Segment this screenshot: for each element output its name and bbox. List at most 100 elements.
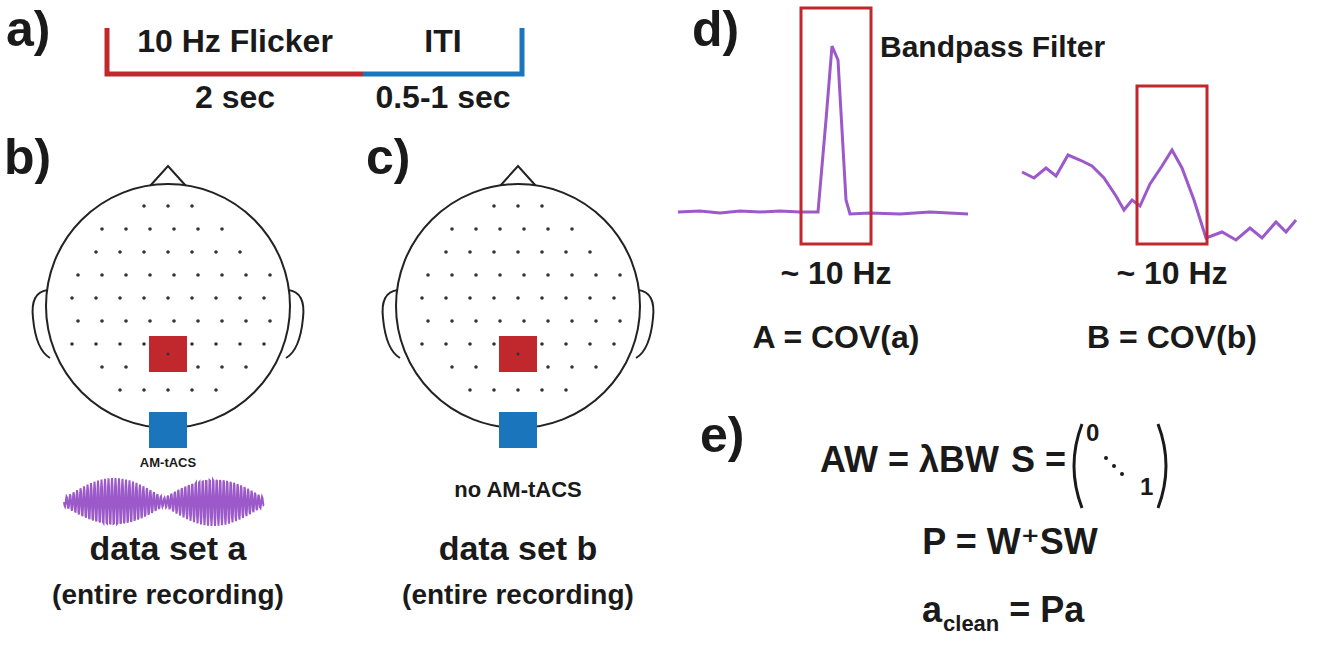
- panel-letter: e): [700, 408, 744, 463]
- electrode-dot: [70, 342, 74, 346]
- matrix-dot: [1120, 472, 1124, 476]
- electrode-dot: [214, 388, 218, 392]
- electrode-dot: [570, 273, 574, 277]
- electrode-dot: [142, 388, 146, 392]
- frequency-label: ~ 10 Hz: [1116, 256, 1227, 291]
- electrode-dot: [426, 273, 430, 277]
- electrode-dot: [172, 273, 176, 277]
- electrode-dot: [570, 365, 574, 369]
- electrode-dot: [474, 365, 478, 369]
- matrix-dot: [1112, 464, 1116, 468]
- electrode-dot: [498, 227, 502, 231]
- matrix-entry: 0: [1086, 420, 1099, 446]
- electrode-dot: [564, 250, 568, 254]
- electrode-dot: [172, 319, 176, 323]
- electrode-dot: [100, 273, 104, 277]
- electrode-dot: [474, 227, 478, 231]
- electrode-dot: [516, 296, 520, 300]
- spectrum-a: [678, 46, 968, 214]
- electrode-dot: [172, 227, 176, 231]
- electrode-dot: [450, 365, 454, 369]
- electrode-dot: [612, 296, 616, 300]
- electrode-dot: [100, 319, 104, 323]
- electrode-dot: [468, 250, 472, 254]
- electrode-dot: [522, 273, 526, 277]
- electrode-dot: [100, 227, 104, 231]
- panel-letter: a): [6, 2, 50, 57]
- electrode-dot: [588, 296, 592, 300]
- duration-label: 2 sec: [195, 80, 275, 115]
- electrode-dot: [190, 250, 194, 254]
- electrode-dot: [516, 388, 520, 392]
- electrode-dot: [262, 296, 266, 300]
- electrode-dot: [612, 342, 616, 346]
- condition-label: 10 Hz Flicker: [137, 24, 333, 59]
- electrode-dot: [594, 273, 598, 277]
- head-b: [33, 166, 304, 448]
- electrode-dot: [166, 296, 170, 300]
- electrode-dot: [594, 365, 598, 369]
- electrode-dot: [588, 342, 592, 346]
- panel-letter: d): [692, 2, 739, 57]
- electrode-dot: [142, 296, 146, 300]
- electrode-dot: [118, 388, 122, 392]
- electrode-dot: [166, 250, 170, 254]
- frequency-label: ~ 10 Hz: [780, 256, 891, 291]
- electrode-dot: [220, 227, 224, 231]
- electrode-dot: [450, 319, 454, 323]
- am-waveform: [64, 478, 264, 526]
- dataset-label: data set a: [90, 530, 247, 567]
- electrode-dot: [220, 365, 224, 369]
- electrode-dot: [94, 296, 98, 300]
- electrode-dot: [540, 204, 544, 208]
- electrode-dot: [540, 388, 544, 392]
- electrode-dot: [220, 319, 224, 323]
- electrode-dot: [196, 365, 200, 369]
- electrode-dot: [124, 365, 128, 369]
- electrode-dot: [142, 204, 146, 208]
- band-box: [801, 8, 871, 244]
- electrode-dot: [238, 250, 242, 254]
- electrode-dot: [588, 250, 592, 254]
- electrode-dot: [190, 388, 194, 392]
- electrode-dot: [444, 296, 448, 300]
- electrode-dot: [474, 319, 478, 323]
- electrode-dot: [492, 342, 496, 346]
- panel-letter: b): [4, 130, 51, 185]
- head-c: [383, 166, 654, 448]
- electrode-dot: [618, 273, 622, 277]
- electrode-dot: [148, 273, 152, 277]
- equation: AW = λBW: [820, 440, 999, 480]
- electrode-dot: [546, 365, 550, 369]
- electrode-dot: [124, 319, 128, 323]
- band-box: [1137, 86, 1207, 244]
- electrode-dot: [498, 273, 502, 277]
- electrode-dot: [196, 227, 200, 231]
- duration-label: 0.5-1 sec: [375, 80, 510, 115]
- electrode-dot: [76, 273, 80, 277]
- electrode-dot: [522, 227, 526, 231]
- electrode-dot: [118, 250, 122, 254]
- electrode-dot: [468, 388, 472, 392]
- electrode-dot: [118, 296, 122, 300]
- electrode-dot: [546, 273, 550, 277]
- electrode-dot: [196, 273, 200, 277]
- equation: A = COV(a): [753, 320, 920, 355]
- electrode-dot: [124, 227, 128, 231]
- electrode-dot: [142, 250, 146, 254]
- electrode-dot: [268, 319, 272, 323]
- electrode-dot: [474, 273, 478, 277]
- electrode-dot: [564, 342, 568, 346]
- electrode-dot: [190, 204, 194, 208]
- matrix-entry: 1: [1140, 474, 1153, 500]
- electrode-dot: [450, 227, 454, 231]
- equation-subscript: clean: [943, 612, 999, 636]
- electrode-dot: [564, 388, 568, 392]
- electrode-dot: [76, 319, 80, 323]
- stimulation-label: no AM-tACS: [454, 478, 582, 502]
- electrode-dot: [268, 273, 272, 277]
- electrode-dot: [166, 204, 170, 208]
- electrode-dot: [522, 319, 526, 323]
- electrode-dot: [94, 342, 98, 346]
- electrode-dot: [214, 342, 218, 346]
